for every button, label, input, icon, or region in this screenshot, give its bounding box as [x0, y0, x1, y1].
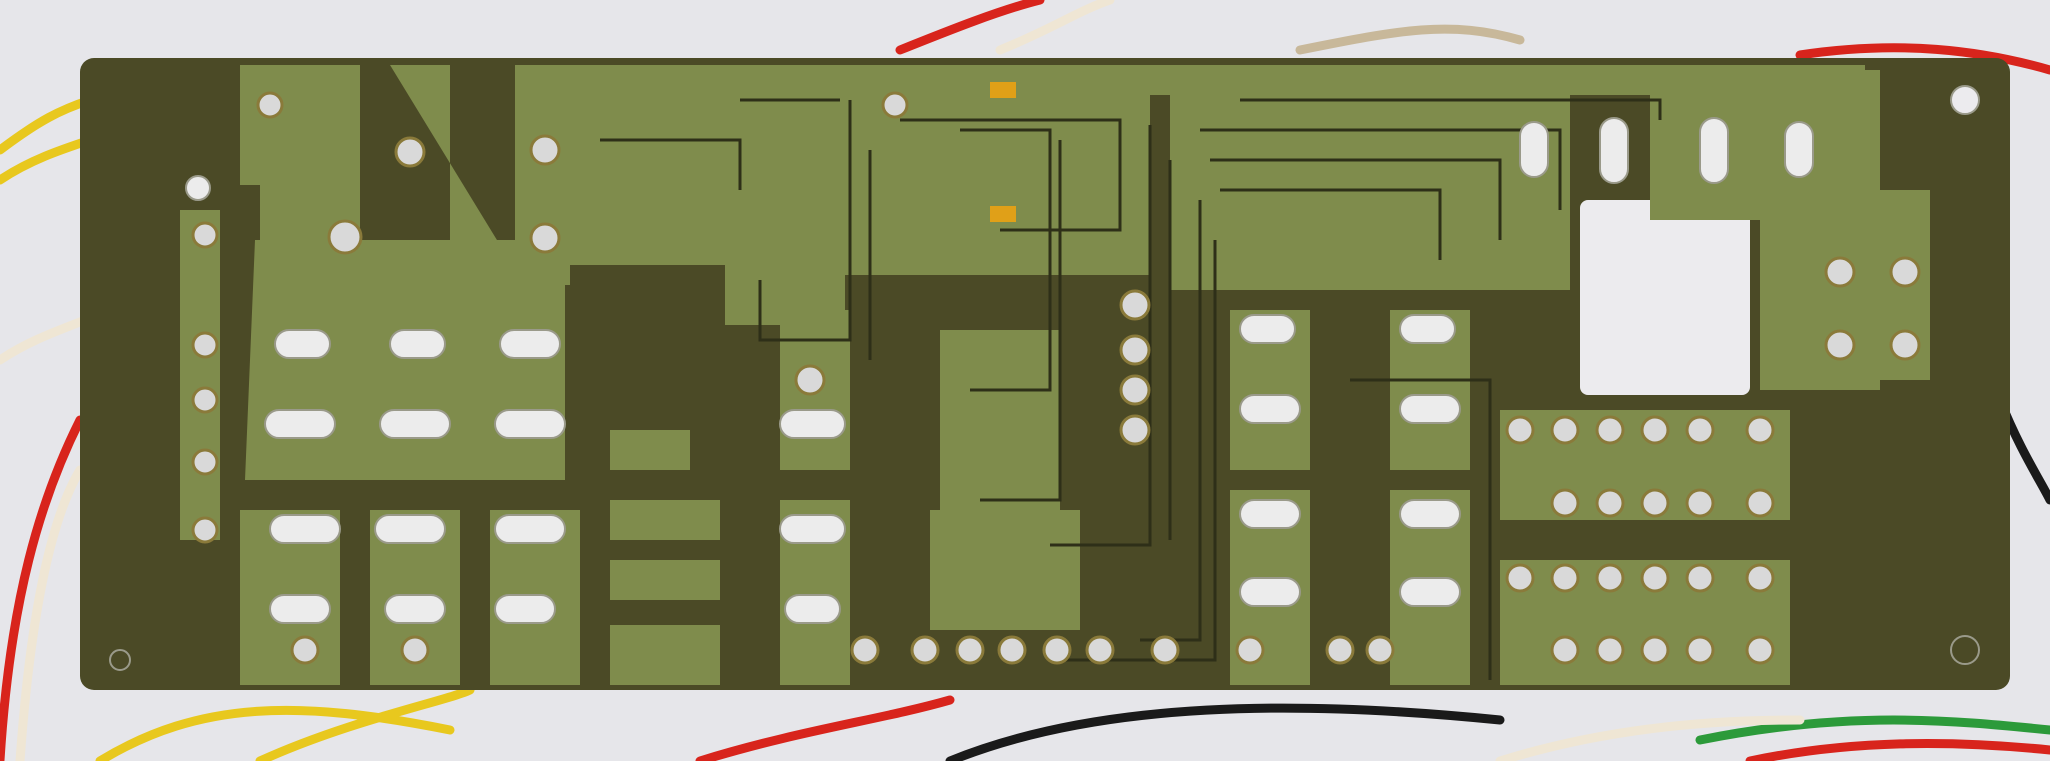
circuit-board [80, 58, 2010, 690]
